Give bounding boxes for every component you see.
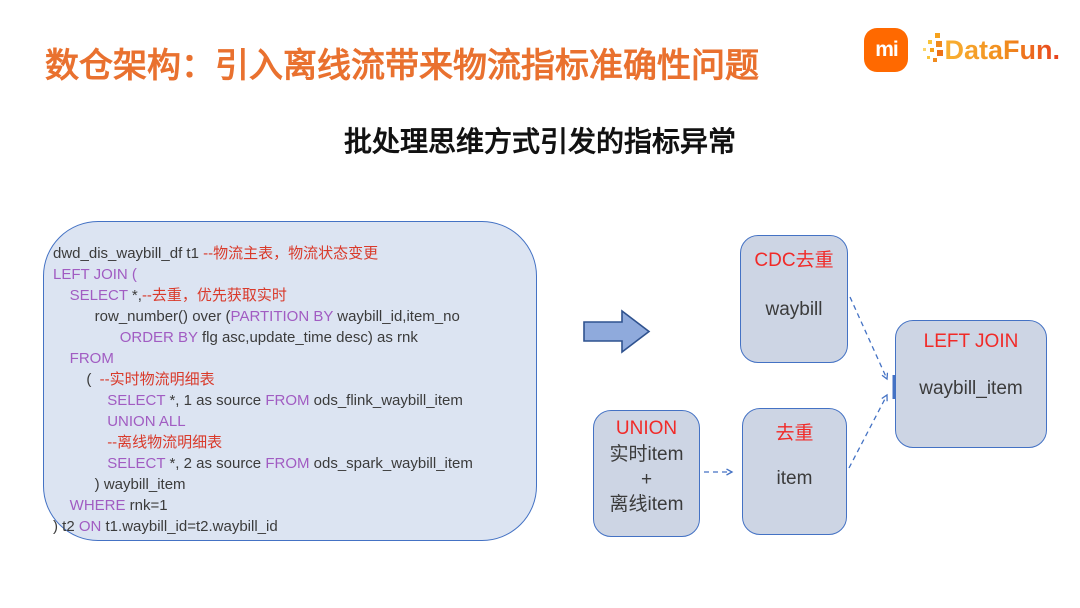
flow-box-title: UNION bbox=[615, 418, 678, 439]
flow-box-left-join: LEFT JOIN waybill_item bbox=[895, 320, 1047, 448]
logo-group: mi DataFun. bbox=[864, 28, 1060, 72]
flow-box-body: waybill_item bbox=[919, 378, 1023, 399]
flow-box-body: waybill bbox=[765, 299, 823, 320]
flow-box-body: item bbox=[776, 468, 813, 489]
flow-box-title: CDC去重 bbox=[754, 250, 834, 271]
datafun-logo-text: DataFun. bbox=[944, 34, 1060, 65]
flow-box-cdc-dedup: CDC去重 waybill bbox=[740, 235, 848, 363]
slide-subtitle: 批处理思维方式引发的指标异常 bbox=[343, 126, 736, 157]
xiaomi-logo-text: mi bbox=[875, 38, 898, 61]
connector-dedup-to-leftjoin bbox=[848, 395, 887, 469]
flow-box-union: UNION 实时item + 离线item bbox=[593, 410, 700, 537]
right-block-arrow-icon bbox=[583, 309, 651, 354]
flow-box-body: 实时item + 离线item bbox=[594, 442, 699, 517]
xiaomi-logo: mi bbox=[864, 28, 909, 72]
union-body-line: 实时item bbox=[609, 444, 684, 465]
page-title: 数仓架构：引入离线流带来物流指标准确性问题 bbox=[45, 47, 759, 85]
connector-cdc-to-leftjoin bbox=[849, 296, 887, 379]
union-body-line: 离线item bbox=[609, 494, 684, 515]
datafun-logo: DataFun. bbox=[923, 33, 1060, 66]
flow-box-title: LEFT JOIN bbox=[923, 331, 1019, 352]
flow-box-title: 去重 bbox=[775, 423, 814, 444]
datafun-dots-icon bbox=[923, 33, 944, 62]
union-body-line: + bbox=[640, 469, 653, 490]
flow-box-dedup: 去重 item bbox=[742, 408, 847, 535]
